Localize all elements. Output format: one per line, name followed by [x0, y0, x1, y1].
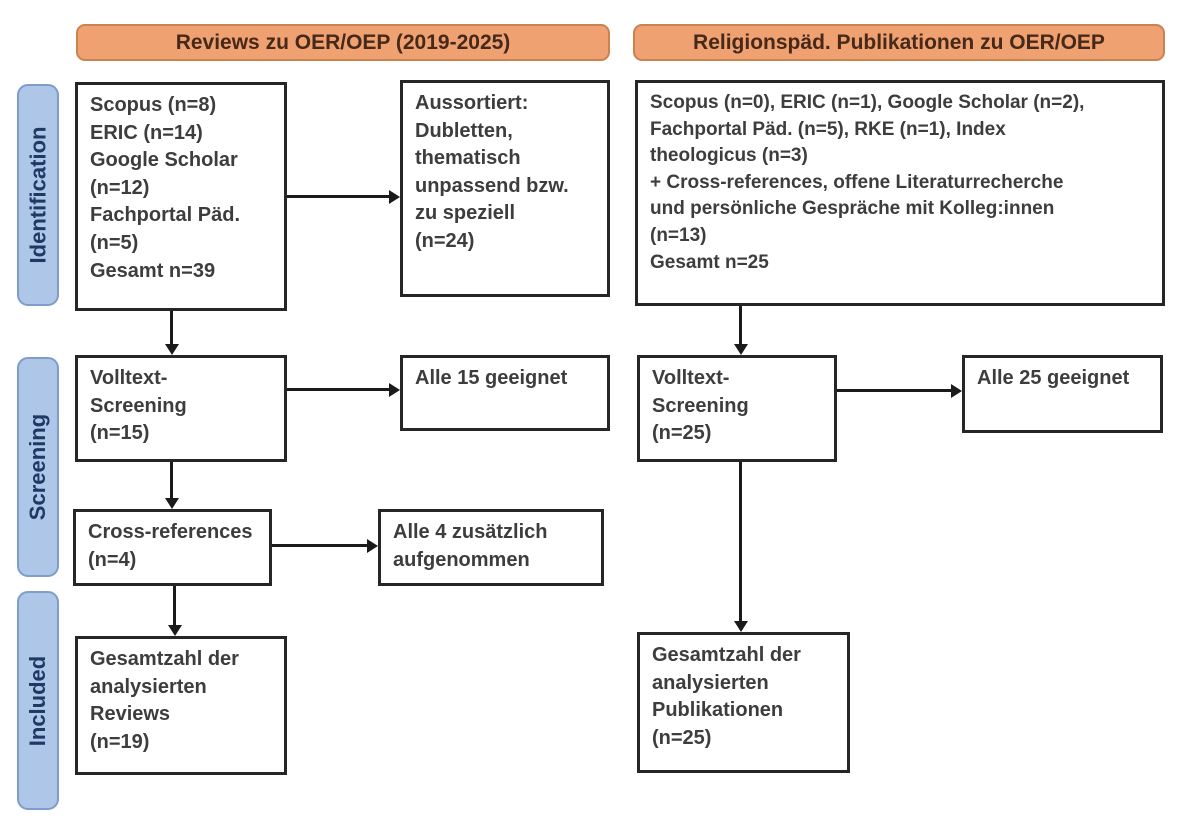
- box-additional-included: Alle 4 zusätzlich aufgenommen: [378, 509, 604, 586]
- box-sources-religionspaed: Scopus (n=0), ERIC (n=1), Google Scholar…: [635, 80, 1165, 306]
- box-excluded-reviews: Aussortiert: Dubletten, thematisch unpas…: [400, 80, 610, 297]
- arrow-crossref-to-total: [173, 586, 176, 625]
- stage-label-identification: Identification: [17, 84, 59, 306]
- column-header-reviews: Reviews zu OER/OEP (2019-2025): [76, 24, 610, 61]
- arrow-screening-to-crossref: [170, 462, 173, 498]
- arrow-screening-to-suitable-right: [837, 389, 951, 392]
- stage-label-screening: Screening: [17, 357, 59, 577]
- box-cross-references: Cross-references (n=4): [73, 509, 272, 586]
- stage-label-identification-text: Identification: [25, 126, 51, 264]
- column-header-religionspaed: Religionspäd. Publikationen zu OER/OEP: [633, 24, 1165, 61]
- box-sources-reviews: Scopus (n=8) ERIC (n=14) Google Scholar …: [75, 82, 287, 311]
- box-total-religionspaed: Gesamtzahl der analysierten Publikatione…: [637, 632, 850, 773]
- arrow-screening-to-suitable: [287, 388, 389, 391]
- box-fulltext-screening-reviews: Volltext- Screening (n=15): [75, 355, 287, 462]
- box-all-suitable-reviews: Alle 15 geeignet: [400, 355, 610, 431]
- box-total-reviews: Gesamtzahl der analysierten Reviews (n=1…: [75, 636, 287, 775]
- arrow-sources-to-screening: [170, 311, 173, 344]
- stage-label-included-text: Included: [25, 655, 51, 746]
- stage-label-included: Included: [17, 591, 59, 810]
- arrow-screening-to-total-right: [739, 462, 742, 621]
- arrow-crossref-to-additional: [272, 544, 367, 547]
- box-all-suitable-religionspaed: Alle 25 geeignet: [962, 355, 1163, 433]
- arrow-sources-to-screening-right: [739, 306, 742, 344]
- arrow-sources-to-excluded: [287, 195, 389, 198]
- box-fulltext-screening-religionspaed: Volltext- Screening (n=25): [637, 355, 837, 462]
- stage-label-screening-text: Screening: [25, 413, 50, 521]
